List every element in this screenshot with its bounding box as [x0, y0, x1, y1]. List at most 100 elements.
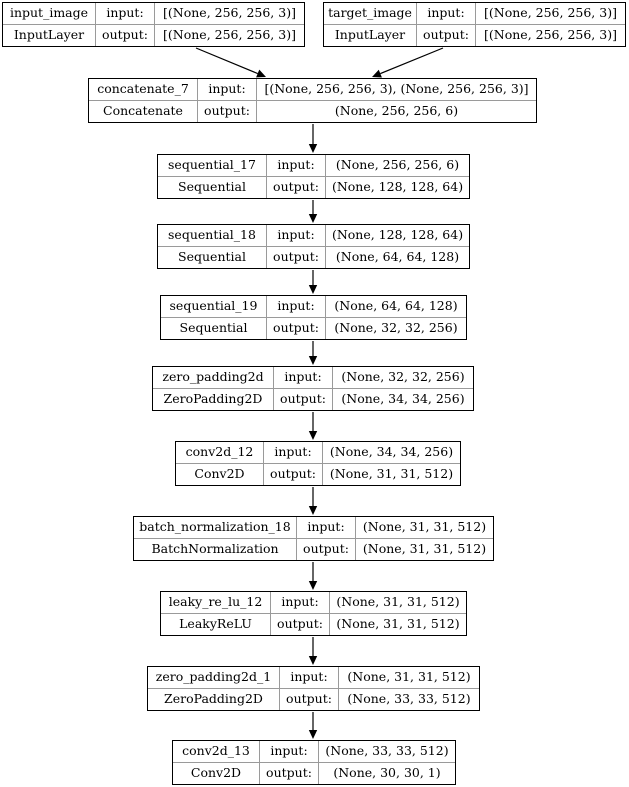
- output-shape: [(None, 256, 256, 3)]: [484, 27, 617, 43]
- input-label: input:: [198, 79, 257, 100]
- edge-concatenate_7-to-sequential_17: [308, 124, 318, 153]
- layer-name: input_image: [3, 3, 96, 24]
- layer-class-name: InputLayer: [3, 25, 96, 46]
- input-label: input:: [267, 225, 326, 246]
- layer-name: target_image: [324, 3, 417, 24]
- input-shape: (None, 31, 31, 512): [347, 669, 471, 685]
- layer-name: sequential_19: [161, 296, 267, 317]
- output-shape: (None, 33, 33, 512): [347, 691, 471, 707]
- input-shape: [(None, 256, 256, 3), (None, 256, 256, 3…: [264, 81, 529, 97]
- input-label: input:: [96, 3, 155, 24]
- input-shape: [(None, 256, 256, 3)]: [484, 5, 617, 21]
- layer-class-name: Conv2D: [173, 763, 260, 784]
- output-label: output:: [198, 101, 257, 122]
- input-label: input:: [297, 517, 356, 538]
- input-label: input:: [260, 741, 319, 762]
- layer-class-name: Concatenate: [89, 101, 198, 122]
- output-shape: (None, 256, 256, 6): [334, 103, 459, 119]
- output-shape: (None, 30, 30, 1): [333, 765, 441, 781]
- output-shape: [(None, 256, 256, 3)]: [163, 27, 296, 43]
- output-shape: (None, 31, 31, 512): [329, 466, 454, 482]
- layer-name: batch_normalization_18: [134, 517, 297, 538]
- output-label: output:: [267, 247, 326, 268]
- input-label: input:: [267, 296, 326, 317]
- edge-zero_padding2d-to-conv2d_12: [308, 412, 318, 440]
- edge-sequential_19-to-zero_padding2d: [308, 341, 318, 365]
- layer-class-name: Sequential: [161, 318, 267, 339]
- layer-class-name: ZeroPadding2D: [153, 389, 274, 410]
- edge-batch_normalization_18-to-leaky_re_lu_12: [308, 562, 318, 590]
- layer-class-name: BatchNormalization: [134, 539, 297, 560]
- output-label: output:: [96, 25, 155, 46]
- output-label: output:: [417, 25, 476, 46]
- input-shape: (None, 31, 31, 512): [336, 594, 460, 610]
- layer-name: conv2d_12: [176, 442, 264, 463]
- input-shape: (None, 32, 32, 256): [341, 369, 465, 385]
- output-label: output:: [280, 689, 339, 710]
- output-label: output:: [264, 464, 323, 485]
- input-shape: [(None, 256, 256, 3)]: [163, 5, 296, 21]
- output-shape: (None, 32, 32, 256): [334, 320, 458, 336]
- output-label: output:: [274, 389, 333, 410]
- layer-name: concatenate_7: [89, 79, 198, 100]
- layer-name: leaky_re_lu_12: [161, 592, 271, 613]
- layer-name: conv2d_13: [173, 741, 260, 762]
- input-shape: (None, 34, 34, 256): [329, 444, 454, 460]
- layer-name: zero_padding2d: [153, 367, 274, 388]
- input-label: input:: [274, 367, 333, 388]
- edge-sequential_17-to-sequential_18: [308, 200, 318, 223]
- input-label: input:: [280, 667, 339, 688]
- layer-class-name: Sequential: [158, 177, 267, 198]
- input-label: input:: [267, 155, 326, 176]
- input-label: input:: [271, 592, 330, 613]
- layer-class-name: InputLayer: [324, 25, 417, 46]
- layer-class-name: Conv2D: [176, 464, 264, 485]
- output-label: output:: [267, 318, 326, 339]
- layer-name: sequential_17: [158, 155, 267, 176]
- output-shape: (None, 31, 31, 512): [362, 541, 487, 557]
- output-label: output:: [271, 614, 330, 635]
- output-shape: (None, 34, 34, 256): [341, 391, 465, 407]
- layer-class-name: LeakyReLU: [161, 614, 271, 635]
- output-shape: (None, 31, 31, 512): [336, 616, 460, 632]
- input-shape: (None, 128, 128, 64): [331, 227, 464, 243]
- output-label: output:: [260, 763, 319, 784]
- output-label: output:: [267, 177, 326, 198]
- input-shape: (None, 256, 256, 6): [335, 157, 460, 173]
- output-shape: (None, 128, 128, 64): [331, 179, 464, 195]
- edge-target_image-to-concatenate_7: [372, 47, 444, 78]
- input-shape: (None, 64, 64, 128): [334, 298, 458, 314]
